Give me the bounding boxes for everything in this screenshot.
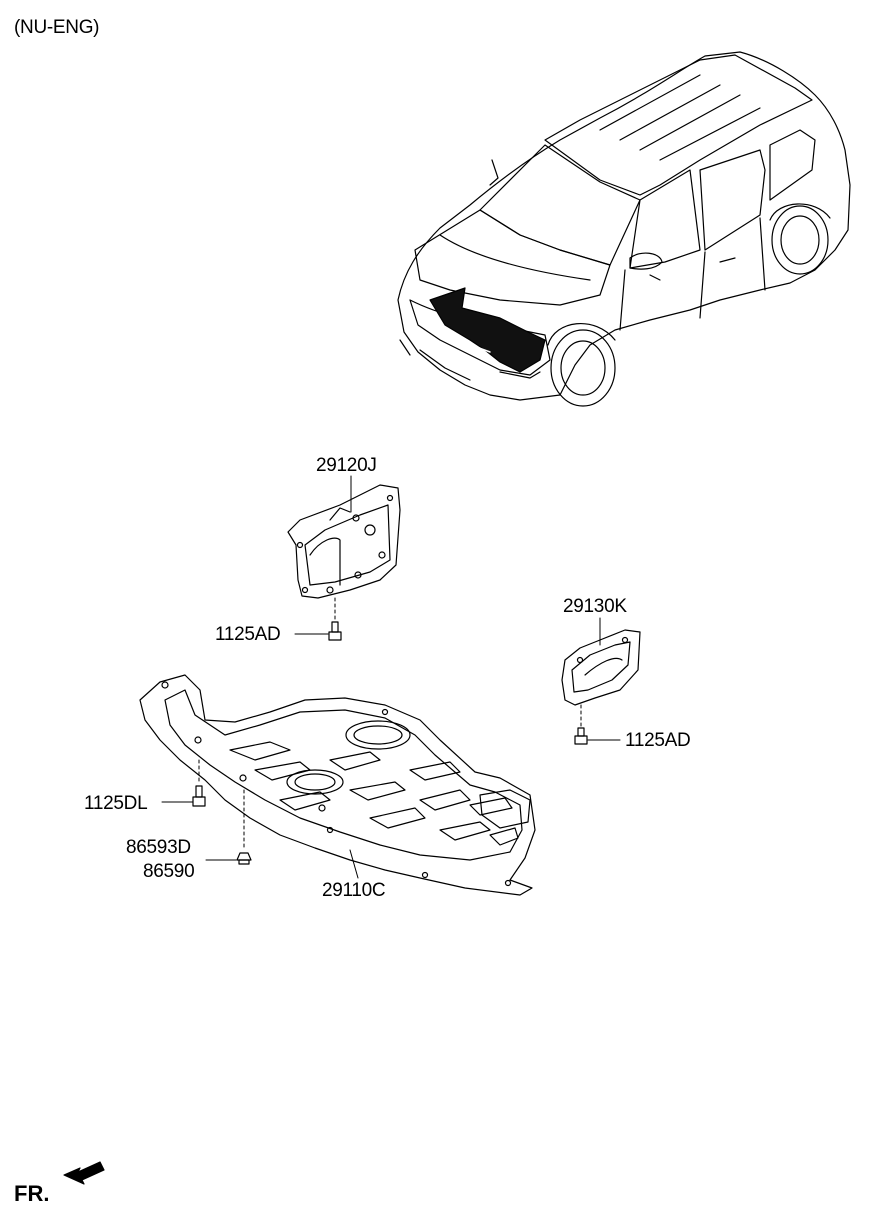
front-direction-label: FR. bbox=[14, 1181, 50, 1206]
bolt-1125DL bbox=[192, 785, 206, 807]
label-1125DL: 1125DL bbox=[84, 793, 148, 814]
label-29120J: 29120J bbox=[316, 455, 377, 476]
part-29130K-cover bbox=[561, 629, 641, 706]
engine-variant-label: (NU-ENG) bbox=[14, 17, 100, 38]
label-29110C: 29110C bbox=[322, 880, 386, 901]
label-86593D: 86593D bbox=[126, 837, 191, 858]
label-1125AD-upper: 1125AD bbox=[215, 624, 281, 645]
bolt-1125AD-upper bbox=[328, 621, 342, 641]
vehicle-illustration bbox=[397, 51, 851, 407]
clip-86593D bbox=[236, 852, 252, 865]
part-29110C-cover bbox=[139, 674, 536, 896]
label-86590: 86590 bbox=[143, 861, 195, 882]
bolt-1125AD-side bbox=[574, 727, 588, 745]
label-1125AD-side: 1125AD bbox=[625, 730, 691, 751]
front-direction-arrow-icon bbox=[63, 1161, 105, 1185]
part-29120J-cover bbox=[287, 484, 401, 599]
leader-lines bbox=[161, 475, 621, 879]
label-29130K: 29130K bbox=[563, 596, 627, 617]
